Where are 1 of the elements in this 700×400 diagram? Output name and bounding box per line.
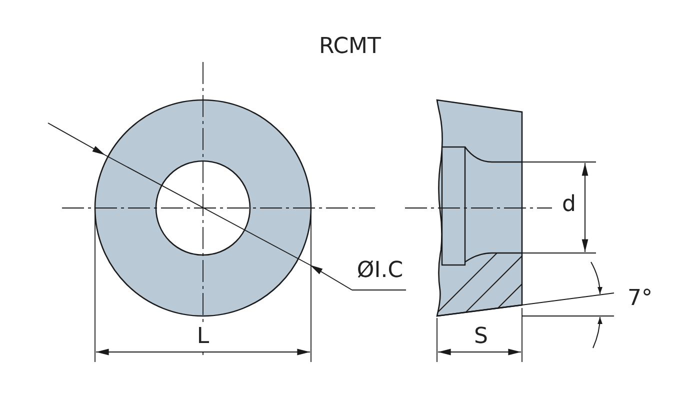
- title: RCMT: [318, 33, 382, 61]
